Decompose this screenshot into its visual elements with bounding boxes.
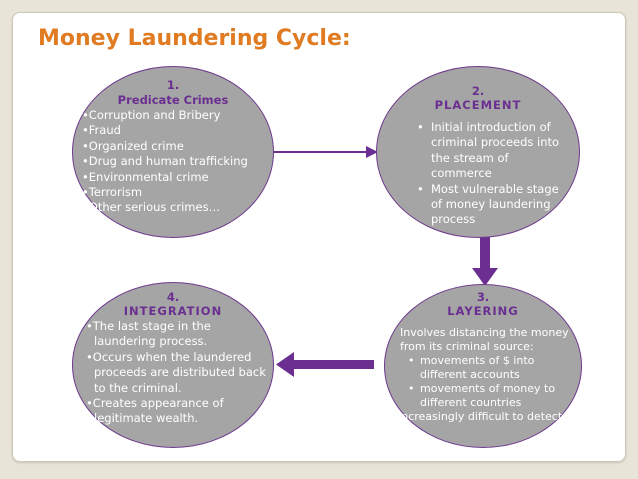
stage-number-predicate: 1. (166, 78, 180, 92)
stage-list-predicate: •Corruption and Bribery •Fraud •Organize… (82, 108, 272, 216)
list-item: •Terrorism (82, 185, 143, 200)
diagram-title: Money Laundering Cycle: (38, 26, 351, 51)
stage-name-integration: INTEGRATION (123, 304, 223, 318)
arrow-head-layering-to-integration (276, 352, 294, 377)
list-item: •Most vulnerable stage of money launderi… (417, 181, 559, 227)
stage-ellipse-layering (384, 284, 582, 448)
arrow-placement-to-layering (480, 232, 490, 270)
stage-number-placement: 2. (471, 84, 485, 98)
stage-ellipse-predicate (72, 66, 274, 238)
list-item: •The last stage in the laundering proces… (86, 319, 211, 349)
stage-list-placement: •Initial introduction of criminal procee… (417, 120, 569, 228)
list-item: •Fraud (82, 123, 121, 138)
stage-list-layering: •Involves distancing the money from its … (382, 326, 580, 424)
list-item: •Creates appearance of legitimate wealth… (86, 396, 224, 426)
stage-number-layering: 3. (476, 290, 490, 304)
arrow-layering-to-integration (292, 360, 374, 369)
list-item: •Other serious crimes… (82, 200, 221, 215)
list-item: •Initial introduction of criminal procee… (417, 120, 560, 181)
list-item: •Corruption and Bribery (82, 108, 221, 122)
arrow-head-predicate-to-placement (366, 146, 378, 158)
stage-ellipse-placement (376, 66, 580, 238)
list-item: •Involves distancing the money from its … (388, 326, 569, 353)
list-item: •Organized crime (82, 138, 184, 153)
stage-ellipse-integration (72, 282, 274, 448)
stage-number-integration: 4. (166, 290, 180, 304)
list-item: •Drug and human trafficking (82, 154, 248, 169)
arrow-head-placement-to-layering (472, 268, 498, 286)
stage-list-integration: •The last stage in the laundering proces… (86, 319, 270, 427)
stage-name-placement: PLACEMENT (434, 98, 522, 112)
list-item: •movements of money to different countri… (408, 382, 556, 409)
list-item: •movements of $ into different accounts (408, 354, 535, 381)
list-item: •Environmental crime (82, 169, 209, 184)
list-item: •Increasingly difficult to detect (382, 410, 563, 423)
list-item: •Occurs when the laundered proceeds are … (86, 349, 266, 395)
stage-name-layering: LAYERING (447, 304, 519, 318)
stage-name-predicate: Predicate Crimes (117, 93, 229, 107)
